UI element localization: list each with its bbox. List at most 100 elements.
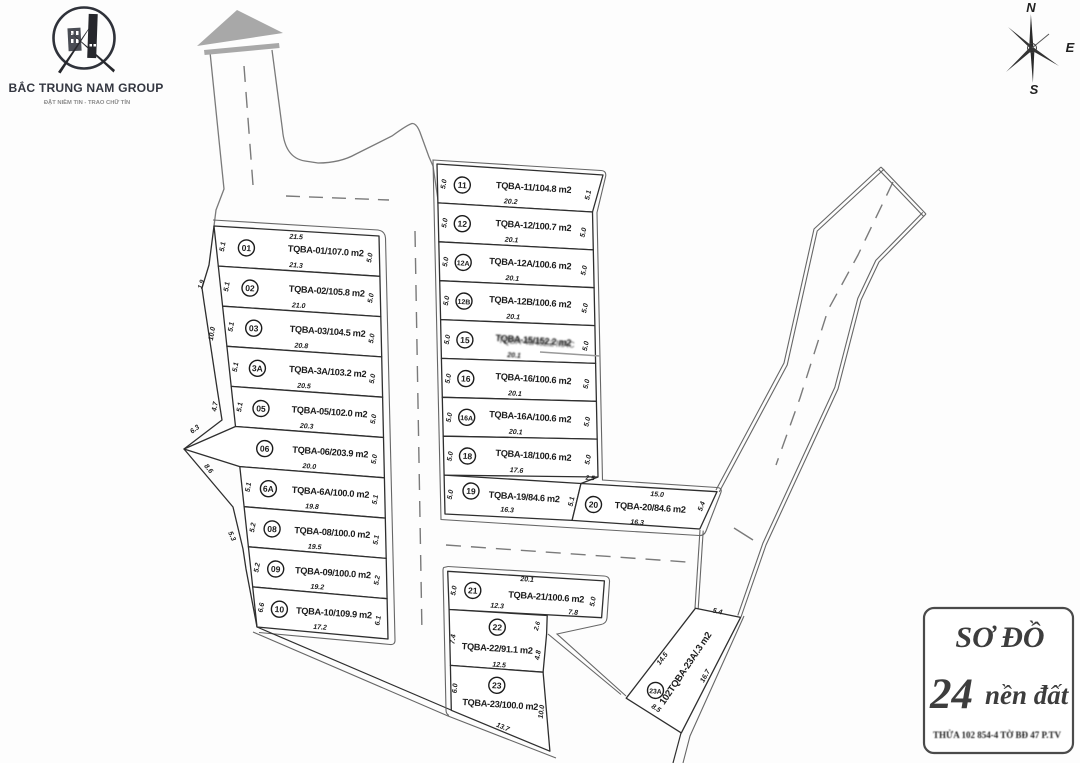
- svg-text:5.0: 5.0: [583, 416, 592, 427]
- svg-text:22: 22: [492, 622, 502, 633]
- svg-text:N: N: [1026, 0, 1036, 15]
- svg-text:1.9: 1.9: [197, 279, 207, 290]
- svg-text:6A: 6A: [263, 483, 274, 494]
- svg-text:SƠ ĐỒ: SƠ ĐỒ: [955, 620, 1044, 654]
- svg-text:TQBA-11/104.8 m2: TQBA-11/104.8 m2: [496, 180, 572, 195]
- svg-text:5.1: 5.1: [245, 482, 254, 493]
- svg-text:5.1: 5.1: [223, 281, 232, 292]
- svg-text:S: S: [1030, 82, 1039, 97]
- svg-text:16: 16: [461, 373, 471, 384]
- svg-text:5.0: 5.0: [367, 293, 376, 304]
- svg-text:5.1: 5.1: [219, 241, 228, 252]
- svg-text:4.7: 4.7: [211, 400, 220, 413]
- svg-text:6.1: 6.1: [374, 615, 383, 626]
- svg-text:23A: 23A: [649, 688, 662, 696]
- svg-text:01: 01: [241, 243, 251, 254]
- svg-text:20.1: 20.1: [507, 390, 522, 398]
- svg-text:6.0: 6.0: [452, 683, 460, 693]
- svg-text:BẮC TRUNG NAM GROUP: BẮC TRUNG NAM GROUP: [9, 80, 164, 95]
- svg-text:20.5: 20.5: [296, 383, 311, 391]
- svg-text:7.8: 7.8: [568, 609, 578, 617]
- svg-text:16.3: 16.3: [500, 507, 514, 515]
- svg-text:5.0: 5.0: [579, 227, 588, 238]
- svg-text:20.3: 20.3: [299, 423, 314, 431]
- svg-text:5.0: 5.0: [446, 451, 455, 462]
- svg-text:5.0: 5.0: [450, 585, 459, 596]
- svg-text:10.0: 10.0: [538, 705, 547, 719]
- svg-text:20.0: 20.0: [301, 463, 316, 471]
- svg-text:10: 10: [274, 604, 284, 615]
- svg-text:5.0: 5.0: [369, 373, 378, 384]
- svg-text:05: 05: [256, 403, 266, 414]
- svg-text:15.0: 15.0: [650, 491, 664, 499]
- svg-text:20.8: 20.8: [293, 342, 308, 350]
- svg-text:11: 11: [457, 180, 467, 191]
- svg-text:20.1: 20.1: [519, 576, 534, 584]
- svg-text:5.0: 5.0: [440, 179, 449, 190]
- svg-text:24: 24: [929, 671, 973, 718]
- svg-text:21.3: 21.3: [288, 262, 303, 270]
- svg-text:5.0: 5.0: [444, 334, 453, 345]
- svg-text:5.1: 5.1: [584, 190, 593, 201]
- svg-text:20.1: 20.1: [506, 352, 521, 360]
- svg-text:12A: 12A: [456, 260, 469, 268]
- svg-text:12B: 12B: [457, 299, 470, 307]
- svg-text:21.0: 21.0: [291, 302, 306, 310]
- svg-text:8.6: 8.6: [202, 463, 214, 475]
- svg-text:6.6: 6.6: [258, 602, 267, 613]
- svg-text:19.5: 19.5: [308, 543, 322, 551]
- svg-text:5.0: 5.0: [584, 454, 593, 465]
- svg-text:5.4: 5.4: [712, 608, 723, 617]
- svg-text:TQBA-20/84.6 m2: TQBA-20/84.6 m2: [614, 500, 686, 515]
- svg-text:12: 12: [457, 219, 467, 230]
- svg-text:5.0: 5.0: [443, 295, 452, 306]
- svg-text:5.0: 5.0: [580, 265, 589, 276]
- svg-text:5.1: 5.1: [372, 534, 381, 545]
- svg-text:15: 15: [460, 335, 470, 346]
- svg-text:5.1: 5.1: [568, 496, 577, 507]
- svg-text:5.0: 5.0: [581, 303, 590, 314]
- svg-text:5.0: 5.0: [442, 256, 451, 267]
- svg-text:20.1: 20.1: [505, 313, 520, 321]
- svg-text:5.3: 5.3: [226, 531, 236, 543]
- svg-text:20: 20: [588, 499, 598, 510]
- svg-text:19.8: 19.8: [305, 503, 319, 511]
- svg-text:5.0: 5.0: [447, 489, 456, 500]
- svg-text:5.1: 5.1: [372, 494, 381, 505]
- svg-text:12.3: 12.3: [490, 603, 504, 611]
- svg-text:23: 23: [492, 680, 502, 691]
- svg-text:E: E: [1066, 40, 1075, 55]
- svg-text:5.1: 5.1: [227, 321, 236, 332]
- svg-text:5.1: 5.1: [232, 362, 241, 373]
- svg-text:5.0: 5.0: [366, 252, 375, 263]
- svg-text:5.0: 5.0: [368, 333, 377, 344]
- svg-text:TQBA-22/91.1 m2: TQBA-22/91.1 m2: [461, 641, 533, 656]
- svg-text:5.4: 5.4: [697, 501, 707, 513]
- svg-text:20.1: 20.1: [503, 237, 518, 245]
- svg-text:2.6: 2.6: [533, 620, 542, 632]
- svg-text:2.5: 2.5: [584, 475, 595, 483]
- svg-text:5.0: 5.0: [371, 454, 380, 465]
- svg-text:nền đất: nền đất: [985, 680, 1070, 710]
- svg-text:8.5: 8.5: [650, 703, 662, 714]
- svg-text:5.1: 5.1: [236, 402, 245, 413]
- svg-text:09: 09: [271, 564, 281, 575]
- svg-text:16.3: 16.3: [630, 519, 644, 527]
- svg-text:5.0: 5.0: [441, 218, 450, 229]
- svg-text:6.3: 6.3: [189, 424, 201, 436]
- svg-text:06: 06: [260, 443, 270, 454]
- svg-text:02: 02: [245, 283, 255, 294]
- svg-text:10.0: 10.0: [208, 326, 217, 341]
- svg-text:5.0: 5.0: [582, 341, 591, 352]
- svg-text:08: 08: [267, 524, 277, 535]
- svg-text:5.0: 5.0: [445, 373, 454, 384]
- svg-text:THỬA 102 854-4 TỜ BĐ 47 P.TV: THỬA 102 854-4 TỜ BĐ 47 P.TV: [933, 730, 1061, 740]
- svg-text:TQBA-19/84.6 m2: TQBA-19/84.6 m2: [488, 490, 560, 505]
- svg-text:21: 21: [468, 585, 478, 596]
- svg-text:21.5: 21.5: [288, 234, 303, 242]
- svg-text:4.8: 4.8: [534, 650, 543, 662]
- svg-text:19: 19: [466, 486, 476, 497]
- svg-text:19.2: 19.2: [310, 584, 324, 592]
- svg-text:03: 03: [249, 323, 259, 334]
- svg-text:17.6: 17.6: [509, 467, 523, 475]
